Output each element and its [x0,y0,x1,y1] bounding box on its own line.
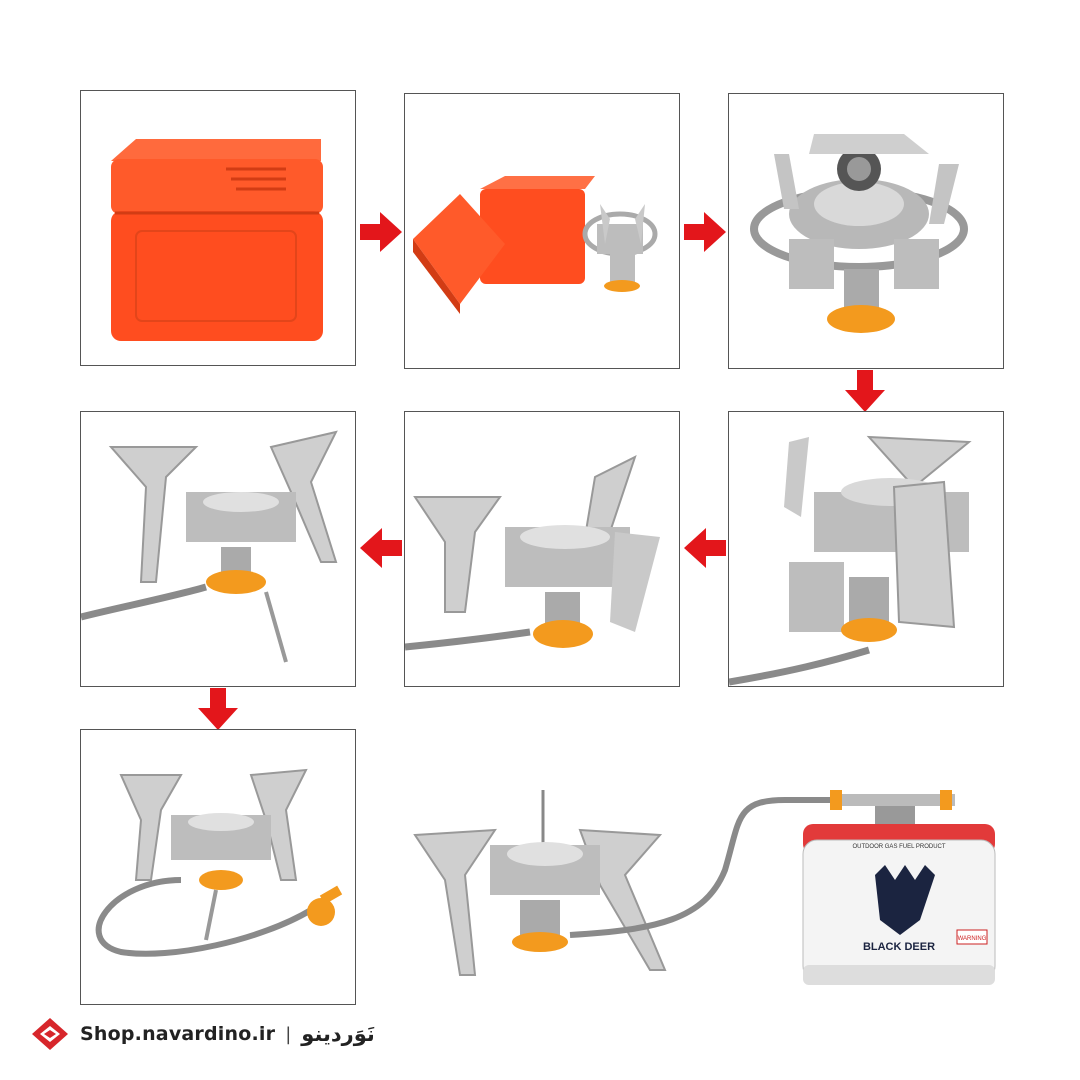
legs-opening-image [405,455,660,651]
step-6-stove-open-panel [80,411,356,687]
step-5-legs-opening-panel [404,411,680,687]
shop-website-link[interactable]: Shop.navardino.ir [80,1023,276,1045]
canister-band-text: OUTDOOR GAS FUEL PRODUCT [852,844,945,850]
open-case-image [413,176,658,314]
arrow-left-icon [360,528,402,568]
folded-stove-image [750,134,968,333]
arrow-right-icon [684,212,726,252]
unfolding-legs-image [729,435,972,686]
brand-name-label: نَوَردینو [301,1022,375,1046]
canister-warning-label: WARNING [958,936,987,942]
arrow-down-icon [845,370,885,412]
step-7-stove-with-hose-panel [80,729,356,1005]
arrow-left-icon [684,528,726,568]
step-1-closed-case-panel [80,90,356,366]
stove-open-image [81,430,338,663]
step-4-unfolding-legs-panel [728,411,1004,687]
stove-with-hose-image [95,768,343,957]
step-2-open-case-panel [404,93,680,369]
stove-with-gas-canister-image: BLACK DEER OUTDOOR GAS FUEL PRODUCT WARN… [413,790,996,985]
footer-separator: | [285,1023,292,1045]
arrow-down-icon [198,688,238,730]
arrow-right-icon [360,212,402,252]
canister-brand-label: BLACK DEER [863,941,935,953]
step-3-folded-stove-panel [728,93,1004,369]
footer: Shop.navardino.ir | نَوَردینو [30,1012,375,1056]
closed-case-image [111,139,323,341]
navardino-logo-icon [32,1018,68,1050]
